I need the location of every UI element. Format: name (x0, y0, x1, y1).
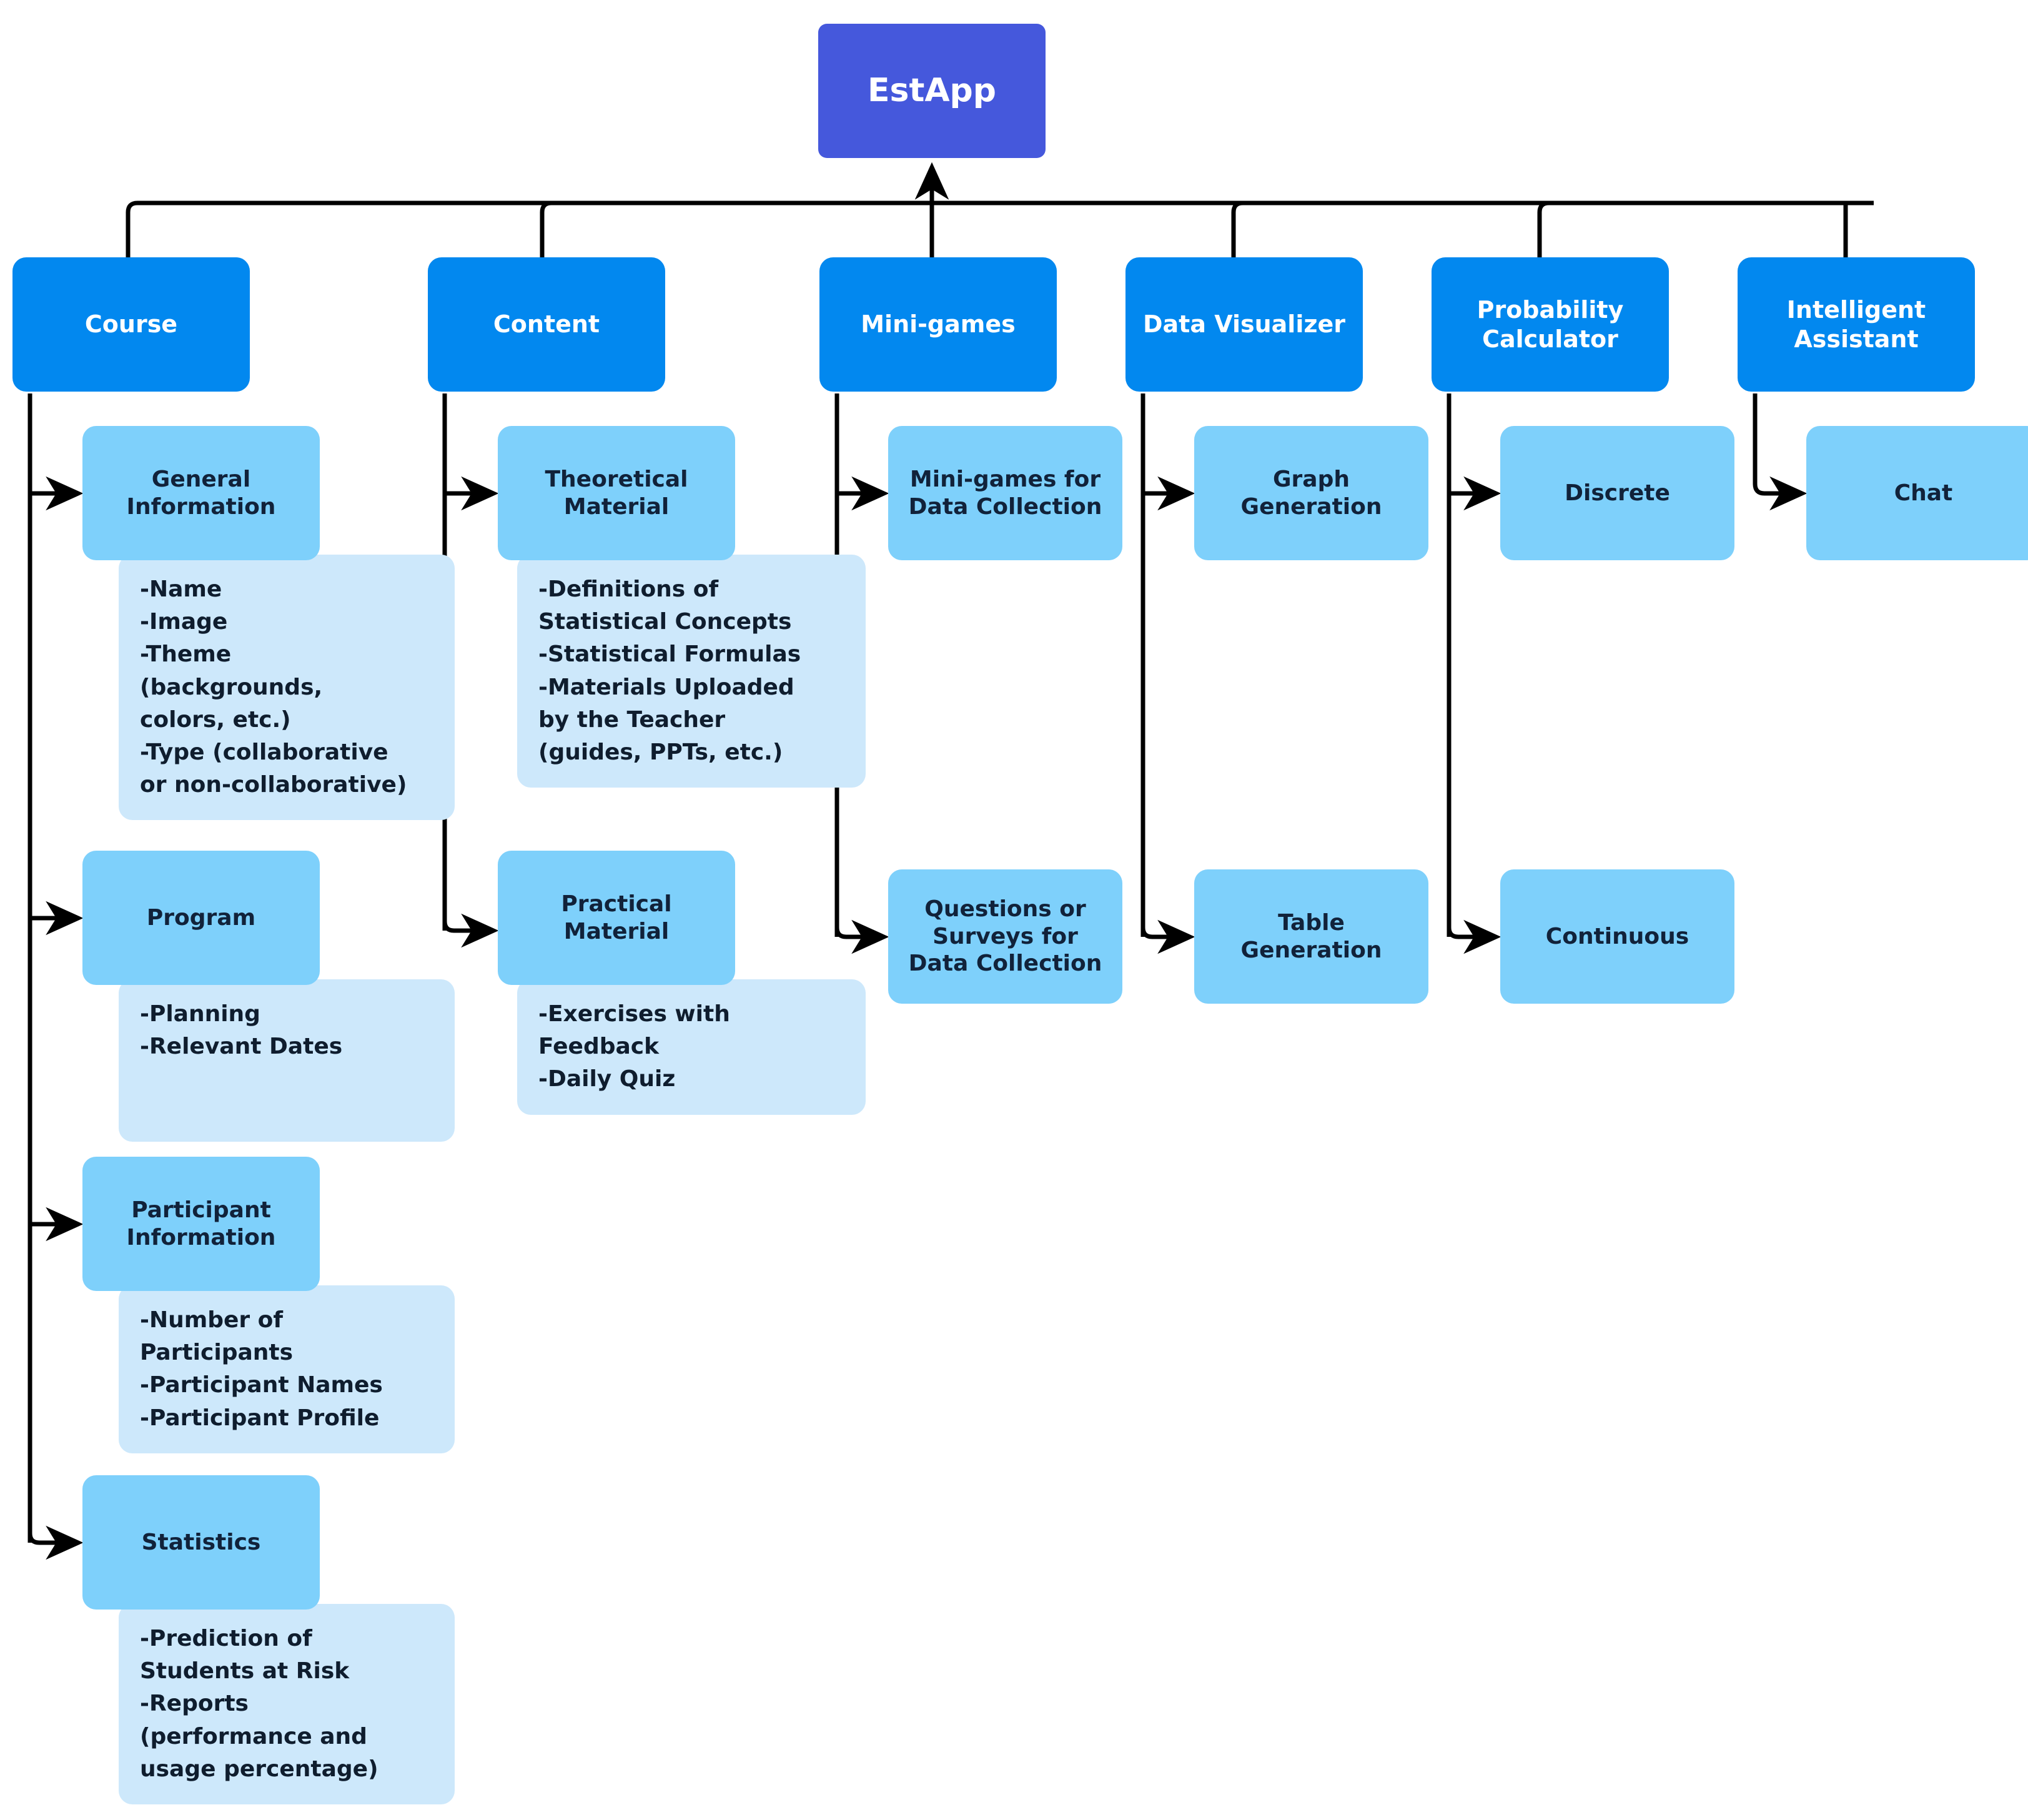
detail-text-theoretical-material: -Definitions of Statistical Concepts -St… (538, 576, 801, 765)
child-node-practical-material[interactable]: Practical Material (498, 851, 735, 985)
child-label-statistics: Statistics (141, 1529, 261, 1555)
child-label-participant-information: Participant Information (126, 1197, 276, 1250)
branch-node-content[interactable]: Content (428, 257, 665, 392)
detail-box-participant-information: -Number of Participants -Participant Nam… (119, 1285, 455, 1453)
child-node-statistics[interactable]: Statistics (82, 1475, 320, 1610)
child-label-table-generation: Table Generation (1240, 909, 1382, 963)
detail-text-program: -Planning -Relevant Dates (140, 1001, 343, 1060)
child-node-program[interactable]: Program (82, 851, 320, 985)
detail-text-general-information: -Name -Image -Theme (backgrounds, colors… (140, 576, 407, 798)
detail-text-practical-material: -Exercises with Feedback -Daily Quiz (538, 1001, 730, 1092)
detail-box-program: -Planning -Relevant Dates (119, 979, 455, 1142)
branch-node-intelligent-assistant[interactable]: Intelligent Assistant (1738, 257, 1975, 392)
detail-box-practical-material: -Exercises with Feedback -Daily Quiz (517, 979, 866, 1115)
root-node-label: EstApp (867, 71, 997, 109)
branch-label-content: Content (493, 310, 600, 339)
detail-box-statistics: -Prediction of Students at Risk -Reports… (119, 1604, 455, 1804)
detail-box-general-information: -Name -Image -Theme (backgrounds, colors… (119, 555, 455, 821)
child-label-discrete: Discrete (1565, 480, 1670, 506)
child-label-questions-or-surveys-for-data-collection: Questions or Surveys for Data Collection (908, 896, 1102, 977)
branch-label-data-visualizer: Data Visualizer (1143, 310, 1345, 339)
branch-node-probability-calculator[interactable]: Probability Calculator (1432, 257, 1669, 392)
child-label-theoretical-material: Theoretical Material (545, 466, 688, 520)
child-node-participant-information[interactable]: Participant Information (82, 1157, 320, 1291)
child-label-graph-generation: Graph Generation (1240, 466, 1382, 520)
detail-text-participant-information: -Number of Participants -Participant Nam… (140, 1307, 383, 1431)
child-node-continuous[interactable]: Continuous (1500, 869, 1734, 1004)
detail-box-theoretical-material: -Definitions of Statistical Concepts -St… (517, 555, 866, 788)
child-label-chat: Chat (1894, 480, 1953, 506)
child-node-discrete[interactable]: Discrete (1500, 426, 1734, 560)
child-label-general-information: General Information (126, 466, 276, 520)
branch-node-mini-games[interactable]: Mini-games (819, 257, 1057, 392)
child-node-mini-games-for-data-collection[interactable]: Mini-games for Data Collection (888, 426, 1122, 560)
branch-node-course[interactable]: Course (12, 257, 250, 392)
branch-label-probability-calculator: Probability Calculator (1476, 296, 1624, 353)
detail-text-statistics: -Prediction of Students at Risk -Reports… (140, 1626, 378, 1782)
child-node-questions-or-surveys-for-data-collection[interactable]: Questions or Surveys for Data Collection (888, 869, 1122, 1004)
child-node-general-information[interactable]: General Information (82, 426, 320, 560)
child-node-table-generation[interactable]: Table Generation (1194, 869, 1428, 1004)
branch-label-intelligent-assistant: Intelligent Assistant (1786, 296, 1926, 353)
branch-label-course: Course (84, 310, 178, 339)
child-label-practical-material: Practical Material (561, 891, 672, 944)
child-node-chat[interactable]: Chat (1806, 426, 2028, 560)
child-label-continuous: Continuous (1545, 923, 1689, 949)
branch-node-data-visualizer[interactable]: Data Visualizer (1125, 257, 1363, 392)
child-node-theoretical-material[interactable]: Theoretical Material (498, 426, 735, 560)
child-label-mini-games-for-data-collection: Mini-games for Data Collection (908, 466, 1102, 520)
child-node-graph-generation[interactable]: Graph Generation (1194, 426, 1428, 560)
branch-label-mini-games: Mini-games (861, 310, 1016, 339)
child-label-program: Program (146, 904, 256, 931)
root-node-estapp[interactable]: EstApp (818, 24, 1046, 158)
